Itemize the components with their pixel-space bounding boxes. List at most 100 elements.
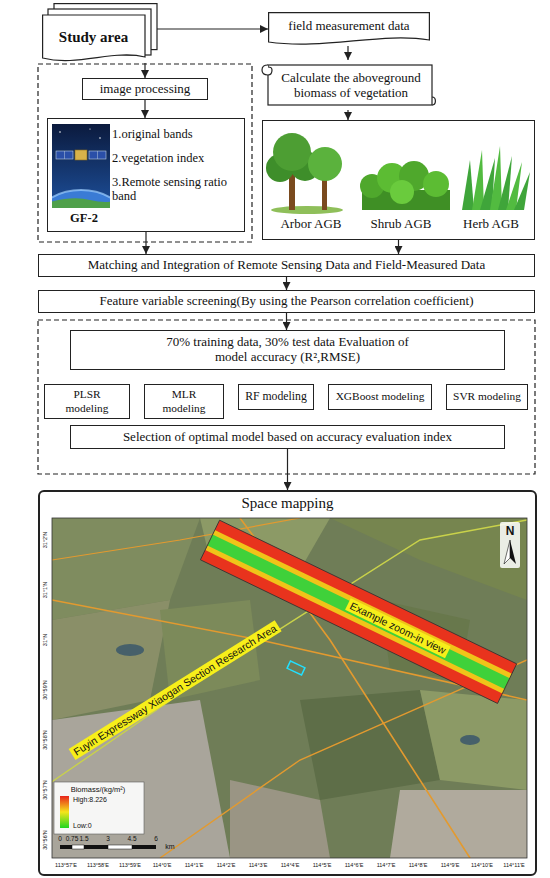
- text-holder: 3.Remote sensing ratio band: [112, 175, 242, 204]
- node-text: Arbor AGB: [267, 217, 355, 232]
- text-holder: 2.vegetation index: [112, 151, 242, 165]
- dashed-group: [38, 64, 535, 474]
- process-box: Matching and Integration of Remote Sensi…: [38, 254, 535, 277]
- label-holder: 114°7'E: [377, 862, 396, 869]
- arrow-connector: [287, 449, 288, 490]
- map-label: 114°10'E: [471, 862, 493, 869]
- data-document: field measurement data: [268, 12, 430, 46]
- node-text: Study area: [59, 29, 128, 46]
- node-text: Matching and Integration of Remote Sensi…: [88, 258, 485, 273]
- map-label: 31°N: [42, 634, 49, 646]
- arrow-connector: [157, 28, 268, 29]
- node-text: Shrub AGB: [357, 217, 445, 232]
- process-box: Feature variable screening(By using the …: [38, 290, 535, 313]
- label-holder: 114°0'E: [153, 862, 172, 869]
- process-box: image processing: [82, 78, 208, 100]
- map-label: 113°57'E: [55, 862, 77, 869]
- model-box: PLSR modeling: [44, 384, 130, 419]
- map-label: 4.5: [127, 835, 136, 843]
- map-label: 0: [58, 835, 62, 843]
- label-holder: 3: [106, 835, 110, 843]
- label-holder: 30°57'N: [42, 780, 49, 799]
- node-text: Selection of optimal model based on accu…: [123, 430, 452, 445]
- map-frame: [52, 518, 527, 858]
- arbor-icon: [266, 133, 343, 214]
- map-panel: Space mapping: [38, 490, 537, 876]
- label-holder: 30°58'N: [42, 730, 49, 749]
- map-label: 6: [154, 835, 158, 843]
- text-area: field measurement data: [268, 12, 430, 46]
- model-box: RF modeling: [238, 384, 314, 410]
- map-label: 31°1'N: [42, 582, 49, 598]
- label-holder: 114°5'E: [313, 862, 332, 869]
- map-label: 114°6'E: [345, 862, 364, 869]
- label-holder: 31°1'N: [42, 582, 49, 598]
- map-label: 114°0'E: [153, 862, 172, 869]
- node-text: RF modeling: [245, 390, 307, 404]
- map-label: 114°2'E: [217, 862, 236, 869]
- text-area: Space mapping: [40, 492, 535, 874]
- label-holder: N: [506, 524, 515, 538]
- text-area: Selection of optimal model based on accu…: [71, 426, 504, 448]
- text-holder: Shrub AGB: [357, 217, 445, 232]
- map-label: 0.75: [66, 835, 79, 843]
- label-holder: 114°4'E: [281, 862, 300, 869]
- map-label: N: [506, 524, 515, 538]
- node-text: 2.vegetation index: [112, 151, 242, 165]
- scroll-curl: [262, 65, 272, 75]
- label-holder: Biomass/(kg/m²): [71, 785, 126, 794]
- label-holder: 0: [58, 835, 62, 843]
- text-area: Matching and Integration of Remote Sensi…: [39, 255, 534, 276]
- map-image: [52, 518, 527, 858]
- page-outline: [43, 15, 145, 61]
- arrow-connector: [286, 277, 287, 290]
- node-text: PLSR modeling: [51, 388, 123, 414]
- map-label: 114°11'E: [503, 862, 524, 869]
- model-box: SVR modeling: [446, 384, 528, 410]
- text-area: PLSR modeling: [45, 385, 129, 418]
- map-label: km: [165, 843, 174, 851]
- label-holder: 30°56'N: [42, 830, 49, 849]
- label-holder: 30°59'N: [42, 680, 49, 699]
- map-label: 114°7'E: [377, 862, 396, 869]
- map-label: 113°58'E: [87, 862, 109, 869]
- map-label: 30°56'N: [42, 830, 49, 849]
- label-holder: 0.75: [66, 835, 79, 843]
- label-holder: 113°58'E: [87, 862, 109, 869]
- node-text: 3.Remote sensing ratio band: [112, 175, 242, 204]
- process-scroll: Calculate the aboveground biomass of veg…: [260, 60, 436, 110]
- legend-text: High:8.226: [73, 796, 107, 804]
- text-area: SVR modeling: [447, 385, 527, 409]
- scroll-outline: [268, 65, 432, 105]
- text-area: RF modeling: [239, 385, 313, 409]
- label-holder: 1.5: [79, 835, 88, 843]
- map-label: 114°3'E: [249, 862, 268, 869]
- node-text: GF-2: [54, 211, 114, 225]
- document-outline: [269, 13, 430, 45]
- data-source-box: 1.original bands2.vegetation index3.Remo…: [47, 118, 245, 232]
- label-holder: 114°11'E: [503, 862, 524, 869]
- arrow-connector: [144, 63, 145, 78]
- node-text: Feature variable screening(By using the …: [99, 294, 473, 309]
- label-holder: 114°1'E: [185, 862, 204, 869]
- node-text: MLR modeling: [151, 388, 217, 414]
- label-holder: 114°8'E: [409, 862, 428, 869]
- label-holder: 114°9'E: [441, 862, 460, 869]
- arrow-connector: [347, 110, 348, 120]
- map-label: 1.5: [79, 835, 88, 843]
- legend-swatch: [60, 796, 69, 812]
- arrow-connector: [347, 46, 348, 60]
- agb-box: Arbor AGBShrub AGBHerb AGB: [262, 120, 535, 240]
- label-holder: 31°2'N: [42, 532, 49, 548]
- process-box: Selection of optimal model based on accu…: [70, 425, 505, 449]
- map-label: 114°9'E: [441, 862, 460, 869]
- map-label: 30°57'N: [42, 780, 49, 799]
- map-label: 30°59'N: [42, 680, 49, 699]
- node-text: image processing: [100, 82, 191, 97]
- herb-icon: [462, 146, 530, 210]
- map-label: 114°1'E: [185, 862, 204, 869]
- label-holder: 113°57'E: [55, 862, 77, 869]
- node-text: XGBoost modeling: [336, 390, 425, 403]
- node-text: Space mapping: [241, 495, 333, 512]
- arrow-connector: [144, 100, 145, 118]
